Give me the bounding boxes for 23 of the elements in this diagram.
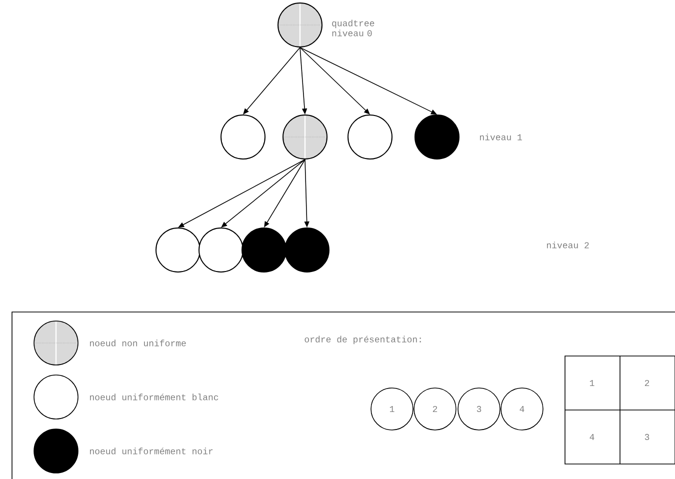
legend-text: noeud uniformément blanc	[90, 394, 218, 400]
tree-node	[278, 2, 322, 48]
tree-node	[414, 114, 460, 160]
legend-text: noeud non uniforme	[90, 340, 186, 346]
grid-number: 3	[644, 434, 650, 440]
tree-node	[220, 114, 266, 160]
legend-text: noeud uniformément noir	[90, 448, 213, 454]
tree-node	[282, 114, 328, 160]
tree-node	[156, 228, 200, 272]
grid-number: 4	[590, 434, 594, 440]
tree-node	[242, 228, 286, 272]
tree-node	[284, 228, 330, 272]
arrow	[300, 47, 370, 114]
level-label: quadtree niveau 0	[332, 20, 374, 36]
grid-number: 2	[644, 380, 650, 386]
grid-number: 1	[590, 380, 594, 386]
arrow	[243, 47, 300, 114]
tree-node	[198, 228, 244, 272]
level-label: niveau 2	[546, 242, 589, 248]
heading-text: ordre de présentation:	[304, 336, 421, 344]
level-label: niveau 1	[480, 134, 522, 140]
arrow	[221, 159, 306, 228]
tree-node	[348, 114, 392, 160]
